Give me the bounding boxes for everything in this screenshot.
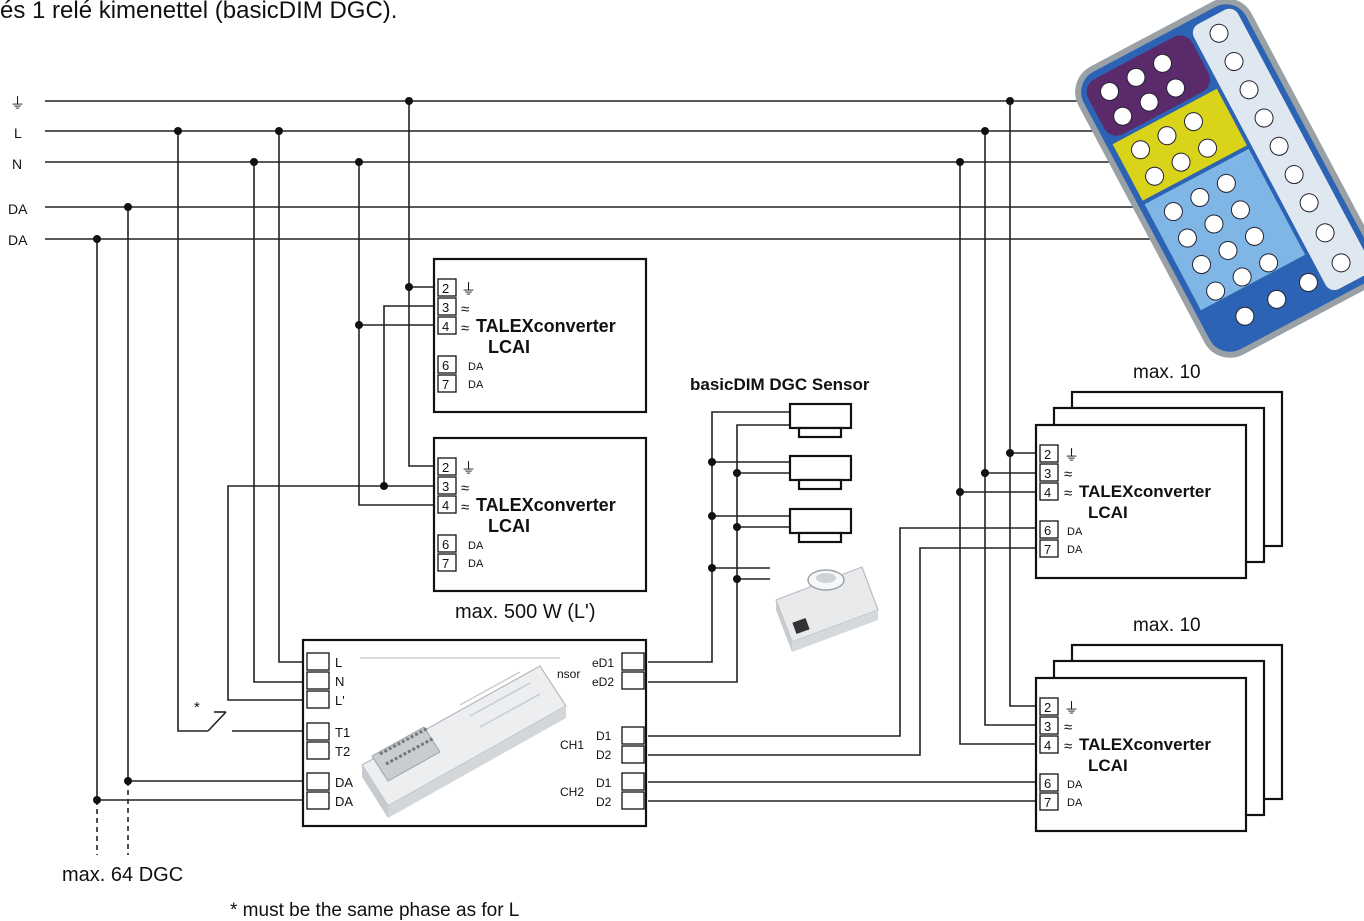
ac-icon: ≈ [461,301,469,318]
converter-stack-upper: 2 3 4 6 7 ⏚ ≈ ≈ TALEXconverter LCAI DA D… [1034,390,1284,580]
junction-dots [93,97,1014,804]
bus-lines [45,100,1215,240]
footnote: * must be the same phase as for L [230,900,519,921]
max-10-label-upper: max. 10 [1133,362,1201,383]
sensor-title: basicDIM DGC Sensor [690,375,870,394]
ctrl-ch1-label: CH1 [560,738,584,752]
ac-icon: ≈ [1064,485,1072,502]
converter-title: TALEXconverter [476,316,616,336]
da-label: DA [468,540,484,552]
converter-title: TALEXconverter [476,495,616,515]
max-64-label: max. 64 DGC [62,864,183,886]
bus-label-da1: DA [8,201,28,217]
sensor-2 [788,454,853,491]
converter-title: TALEXconverter [1079,482,1211,501]
earth-icon: ⏚ [461,281,476,298]
ctrl-term-lprime: L' [335,693,345,708]
ctrl-term-da: DA [335,775,353,790]
term-2: 2 [442,460,449,475]
da-label: DA [1067,526,1083,538]
bus-label-l: L [14,125,22,141]
ctrl-term-t2: T2 [335,744,350,759]
da-label: DA [468,558,484,570]
converter-lower-left: 2 3 4 6 7 ⏚ ≈ ≈ TALEXconverter LCAI DA D… [432,436,648,593]
ctrl-sensor-label: nsor [557,667,580,681]
converter-title: TALEXconverter [1079,735,1211,754]
da-label: DA [1067,797,1083,809]
term-7: 7 [442,377,449,392]
converter-upper-left: 2 3 4 6 7 ⏚ ≈ ≈ TALEXconverter LCAI DA D… [432,257,648,414]
earth-label: ⏚ [10,95,25,112]
switch-star: * [194,699,200,716]
term-2: 2 [1044,447,1051,462]
term-4: 4 [1044,485,1051,500]
bus-label-n: N [12,156,22,172]
ac-icon: ≈ [461,480,469,497]
term-6: 6 [442,537,449,552]
ctrl-term-da: DA [335,794,353,809]
max-500w-label: max. 500 W (L') [455,601,596,623]
ctrl-term-d2: D2 [596,795,612,809]
converter-subtitle: LCAI [488,337,530,357]
ctrl-term-d1: D1 [596,776,612,790]
sensor-device-image [775,566,879,652]
ac-icon: ≈ [1064,719,1072,736]
term-7: 7 [442,556,449,571]
ctrl-term-ed1: eD1 [592,656,614,670]
remote-control-image [1075,0,1364,358]
term-2: 2 [442,281,449,296]
term-2: 2 [1044,700,1051,715]
ctrl-term-d2: D2 [596,748,612,762]
wiring [96,101,1036,855]
converter-stack-lower: 2 3 4 6 7 ⏚ ≈ ≈ TALEXconverter LCAI DA D… [1034,643,1284,833]
ctrl-term-l: L [335,655,342,670]
heading-fragment: és 1 relé kimenettel (basicDIM DGC). [0,0,397,24]
bus-label-da2: DA [8,232,28,248]
da-label: DA [1067,544,1083,556]
converter-subtitle: LCAI [1088,503,1128,522]
ac-icon: ≈ [461,499,469,516]
max-10-label-lower: max. 10 [1133,615,1201,636]
controller-device-image [361,665,567,818]
da-label: DA [468,361,484,373]
term-6: 6 [1044,523,1051,538]
ac-icon: ≈ [461,320,469,337]
term-6: 6 [1044,776,1051,791]
ctrl-term-t1: T1 [335,725,350,740]
term-4: 4 [442,319,449,334]
converter-subtitle: LCAI [1088,756,1128,775]
ctrl-ch2-label: CH2 [560,785,584,799]
da-label: DA [468,379,484,391]
earth-icon: ⏚ [1064,700,1079,717]
ac-icon: ≈ [1064,466,1072,483]
term-7: 7 [1044,542,1051,557]
term-3: 3 [442,479,449,494]
term-3: 3 [1044,719,1051,734]
ctrl-term-n: N [335,674,344,689]
converter-subtitle: LCAI [488,516,530,536]
term-3: 3 [1044,466,1051,481]
term-4: 4 [1044,738,1051,753]
term-3: 3 [442,300,449,315]
da-label: DA [1067,779,1083,791]
term-4: 4 [442,498,449,513]
ac-icon: ≈ [1064,738,1072,755]
sensor-1 [788,402,853,439]
earth-icon: ⏚ [461,460,476,477]
term-7: 7 [1044,795,1051,810]
term-6: 6 [442,358,449,373]
sensor-3 [788,507,853,544]
earth-icon: ⏚ [1064,447,1079,464]
ctrl-term-d1: D1 [596,729,612,743]
ctrl-term-ed2: eD2 [592,675,614,689]
